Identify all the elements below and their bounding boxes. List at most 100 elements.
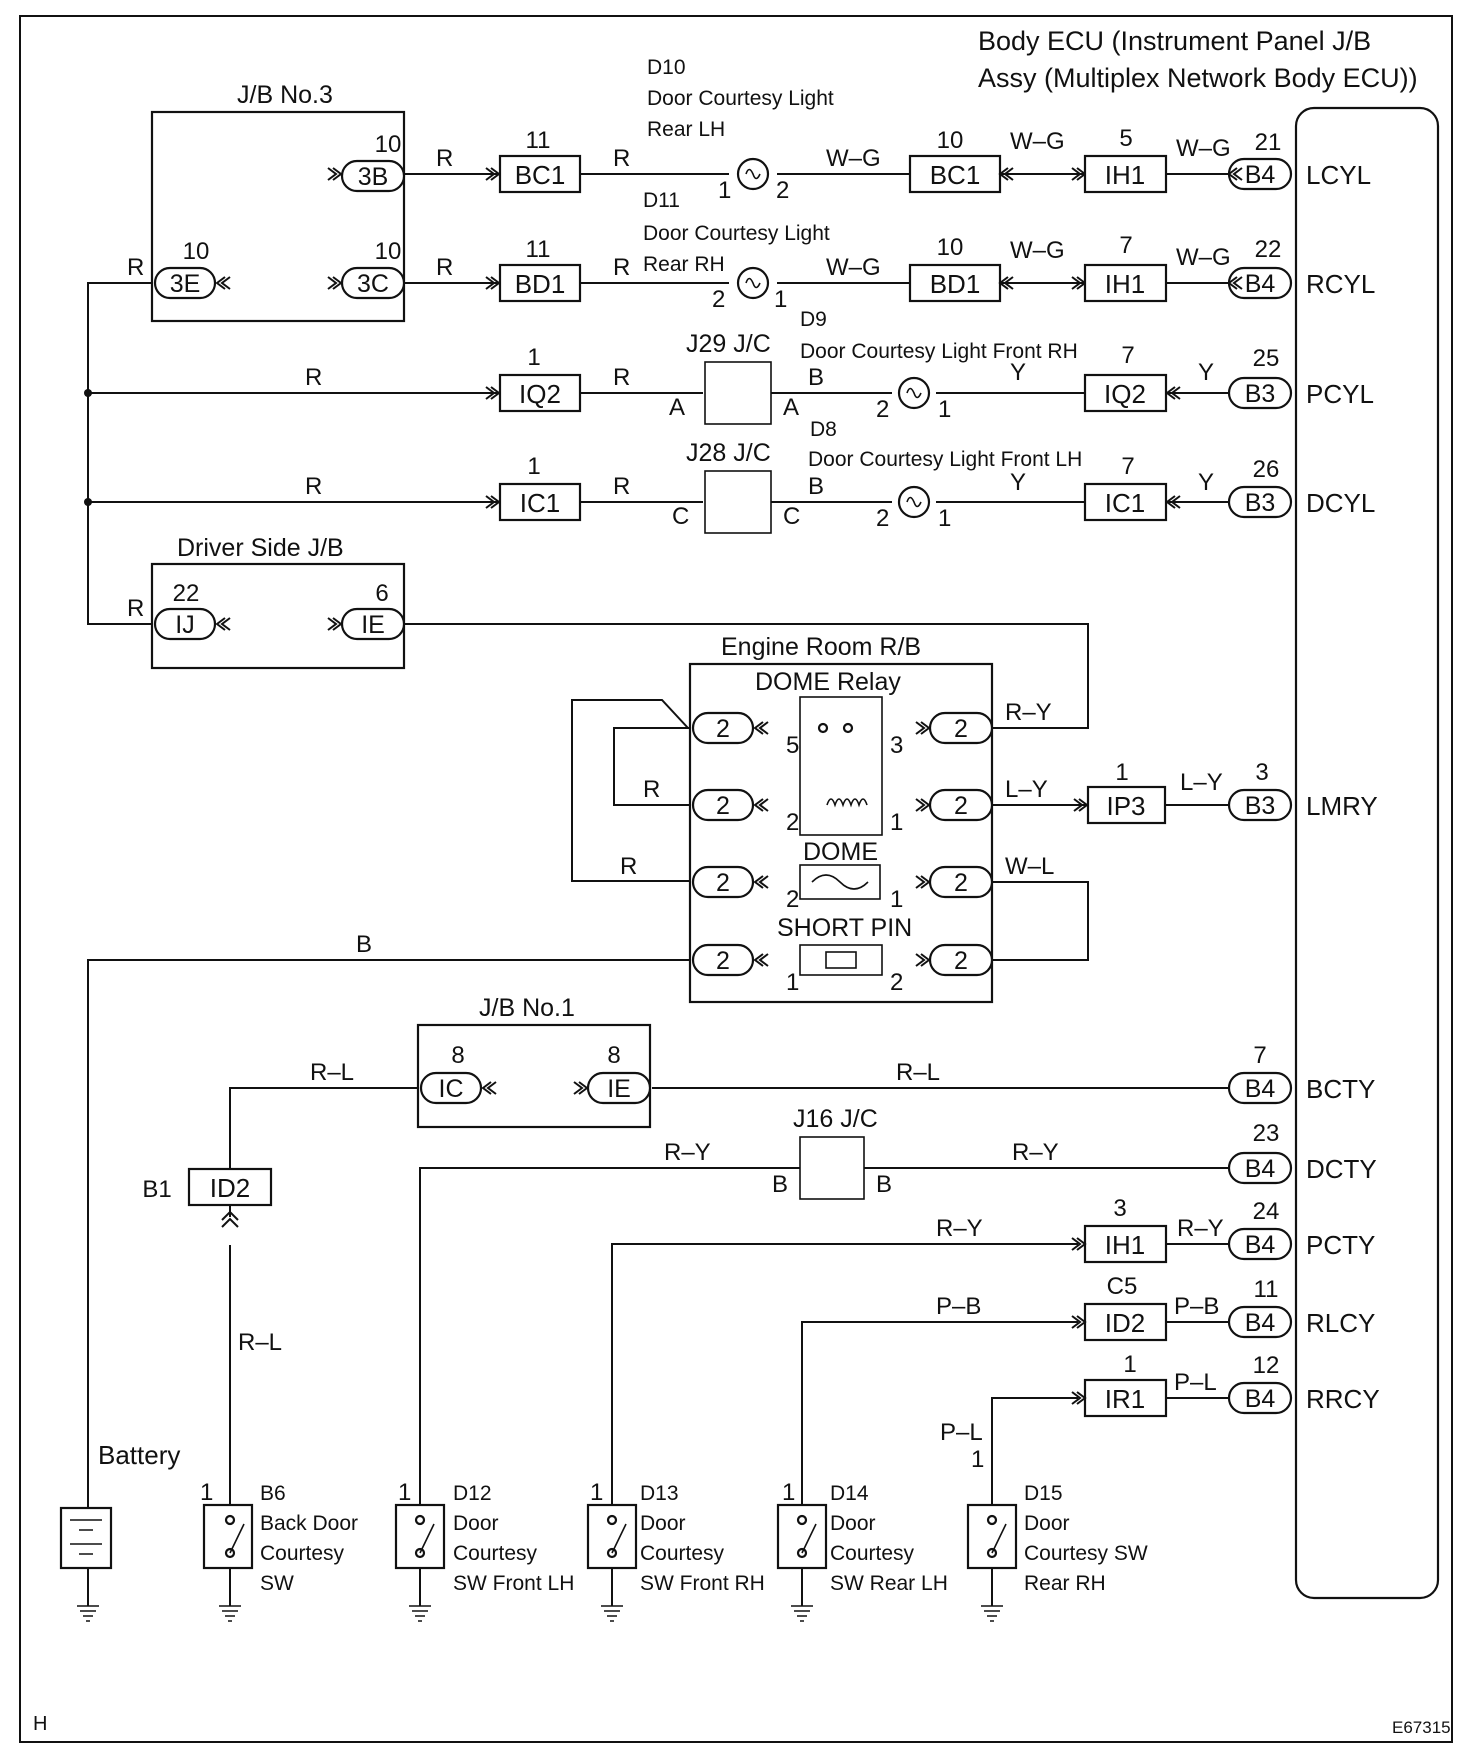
svg-text:22: 22 bbox=[1255, 236, 1282, 263]
rb-pin-2: 2 bbox=[786, 809, 799, 836]
svg-text:1: 1 bbox=[938, 396, 951, 423]
driver-jb-title: Driver Side J/B bbox=[177, 534, 344, 562]
svg-text:B4: B4 bbox=[1245, 1231, 1276, 1259]
wires bbox=[87, 173, 1229, 1606]
svg-text:IC1: IC1 bbox=[520, 488, 560, 518]
svg-text:RRCY: RRCY bbox=[1306, 1384, 1380, 1414]
dome-relay-box bbox=[799, 696, 883, 836]
svg-text:A: A bbox=[783, 394, 799, 421]
svg-text:B3: B3 bbox=[1245, 792, 1276, 820]
svg-text:B4: B4 bbox=[1245, 1385, 1276, 1413]
svg-text:R–Y: R–Y bbox=[1177, 1215, 1224, 1242]
svg-text:2: 2 bbox=[716, 715, 730, 743]
ecu-terminal-dcty: B4 23 DCTY bbox=[1227, 1120, 1377, 1185]
svg-text:R–L: R–L bbox=[238, 1329, 282, 1356]
svg-text:B: B bbox=[356, 931, 372, 958]
rb-pin-1: 1 bbox=[890, 809, 903, 836]
svg-text:Door Courtesy Light Front RH: Door Courtesy Light Front RH bbox=[800, 340, 1078, 363]
ecu-terminal-lmry: B3 3 LMRY bbox=[1227, 759, 1378, 822]
junction-dot bbox=[84, 389, 92, 397]
svg-text:1: 1 bbox=[1123, 1351, 1136, 1378]
svg-text:J29 J/C: J29 J/C bbox=[686, 330, 771, 358]
svg-text:2: 2 bbox=[712, 286, 725, 313]
ecu-terminal-rlcy: B4 11 RLCY bbox=[1227, 1276, 1375, 1339]
svg-text:Y: Y bbox=[1198, 469, 1214, 496]
svg-text:B4: B4 bbox=[1245, 1309, 1276, 1337]
svg-text:8: 8 bbox=[607, 1042, 620, 1069]
svg-text:IQ2: IQ2 bbox=[1104, 379, 1146, 409]
connector-iq2-1: IQ2 1 bbox=[485, 344, 582, 413]
svg-text:1: 1 bbox=[527, 453, 540, 480]
svg-text:D12: D12 bbox=[453, 1482, 492, 1505]
light-d11: D11 Door Courtesy Light Rear RH 2 1 bbox=[643, 189, 830, 313]
switch-b6-back-door: 1 B6 Back Door Courtesy SW bbox=[200, 1479, 358, 1622]
switch-d14-rear-lh: 1 D14 Door Courtesy SW Rear LH bbox=[776, 1479, 948, 1622]
rb-pin-1: 1 bbox=[786, 969, 799, 996]
svg-text:3: 3 bbox=[1255, 759, 1268, 786]
svg-text:7: 7 bbox=[1121, 453, 1134, 480]
svg-text:PCYL: PCYL bbox=[1306, 379, 1374, 409]
dome-fuse-icon bbox=[799, 864, 881, 900]
svg-text:W–L: W–L bbox=[1005, 853, 1054, 880]
rb-connector-left-2: 2 bbox=[691, 788, 769, 822]
ecu-terminal-lcyl: B4 21 LCYL bbox=[1227, 129, 1371, 191]
svg-text:R–Y: R–Y bbox=[664, 1139, 711, 1166]
connector-ih1-5: IH1 5 bbox=[1083, 125, 1168, 194]
light-d8: D8 Door Courtesy Light Front LH 2 1 bbox=[808, 418, 1082, 532]
svg-text:1: 1 bbox=[971, 1446, 984, 1473]
svg-text:R: R bbox=[613, 473, 630, 500]
svg-text:C: C bbox=[672, 503, 689, 530]
svg-text:J28 J/C: J28 J/C bbox=[686, 439, 771, 467]
svg-text:B: B bbox=[772, 1171, 788, 1198]
svg-text:RLCY: RLCY bbox=[1306, 1308, 1375, 1338]
svg-text:IE: IE bbox=[607, 1075, 631, 1103]
svg-text:D10: D10 bbox=[647, 56, 686, 79]
svg-text:22: 22 bbox=[173, 580, 200, 607]
svg-text:B4: B4 bbox=[1245, 270, 1276, 298]
svg-text:B4: B4 bbox=[1245, 1075, 1276, 1103]
svg-text:B3: B3 bbox=[1245, 489, 1276, 517]
ecu-terminal-pcyl: B3 25 PCYL bbox=[1227, 345, 1374, 410]
svg-text:L–Y: L–Y bbox=[1005, 776, 1048, 803]
svg-text:D11: D11 bbox=[643, 189, 680, 212]
svg-text:SW Rear LH: SW Rear LH bbox=[830, 1572, 948, 1595]
svg-text:SW Front RH: SW Front RH bbox=[640, 1572, 765, 1595]
connector-bd1-10: BD1 10 bbox=[908, 234, 1086, 303]
svg-text:B3: B3 bbox=[1245, 380, 1276, 408]
jb3-3e-connector: 3E 10 bbox=[153, 238, 231, 300]
connector-bd1-11: BD1 11 bbox=[485, 236, 582, 303]
connector-ip3-1: IP3 1 bbox=[1073, 759, 1167, 825]
svg-text:1: 1 bbox=[527, 344, 540, 371]
svg-text:1: 1 bbox=[398, 1479, 411, 1506]
connector-bc1-11: BC1 11 bbox=[485, 127, 582, 194]
jb1-ie-connector: IE 8 bbox=[573, 1042, 652, 1105]
svg-text:BD1: BD1 bbox=[930, 269, 981, 299]
svg-text:7: 7 bbox=[1119, 232, 1132, 259]
rb-connector-left-3: 2 bbox=[691, 865, 769, 899]
jb3-3b-connector: 3B 10 bbox=[327, 131, 406, 193]
connector-bc1-10: BC1 10 bbox=[908, 127, 1086, 194]
svg-text:D8: D8 bbox=[810, 418, 837, 441]
svg-text:B: B bbox=[808, 364, 824, 391]
svg-text:W–G: W–G bbox=[826, 145, 881, 172]
rb-connector-right-2: 2 bbox=[915, 788, 994, 822]
engine-room-rb-title: Engine Room R/B bbox=[721, 633, 921, 661]
svg-text:R: R bbox=[305, 364, 322, 391]
connector-id2-b1: ID2 B1 bbox=[142, 1167, 273, 1228]
rb-connector-right-3: 2 bbox=[915, 865, 994, 899]
svg-text:10: 10 bbox=[937, 127, 964, 154]
svg-text:11: 11 bbox=[526, 127, 551, 154]
svg-text:R: R bbox=[620, 853, 637, 880]
svg-text:2: 2 bbox=[716, 947, 730, 975]
svg-text:Y: Y bbox=[1198, 359, 1214, 386]
svg-text:3E: 3E bbox=[170, 270, 201, 298]
svg-text:W–G: W–G bbox=[1176, 135, 1231, 162]
svg-text:25: 25 bbox=[1253, 345, 1280, 372]
svg-text:R: R bbox=[305, 473, 322, 500]
svg-text:DCTY: DCTY bbox=[1306, 1154, 1377, 1184]
svg-text:5: 5 bbox=[1119, 125, 1132, 152]
body-ecu-box bbox=[1294, 106, 1440, 1600]
svg-text:R: R bbox=[613, 145, 630, 172]
page-corner-label: H bbox=[33, 1713, 47, 1735]
